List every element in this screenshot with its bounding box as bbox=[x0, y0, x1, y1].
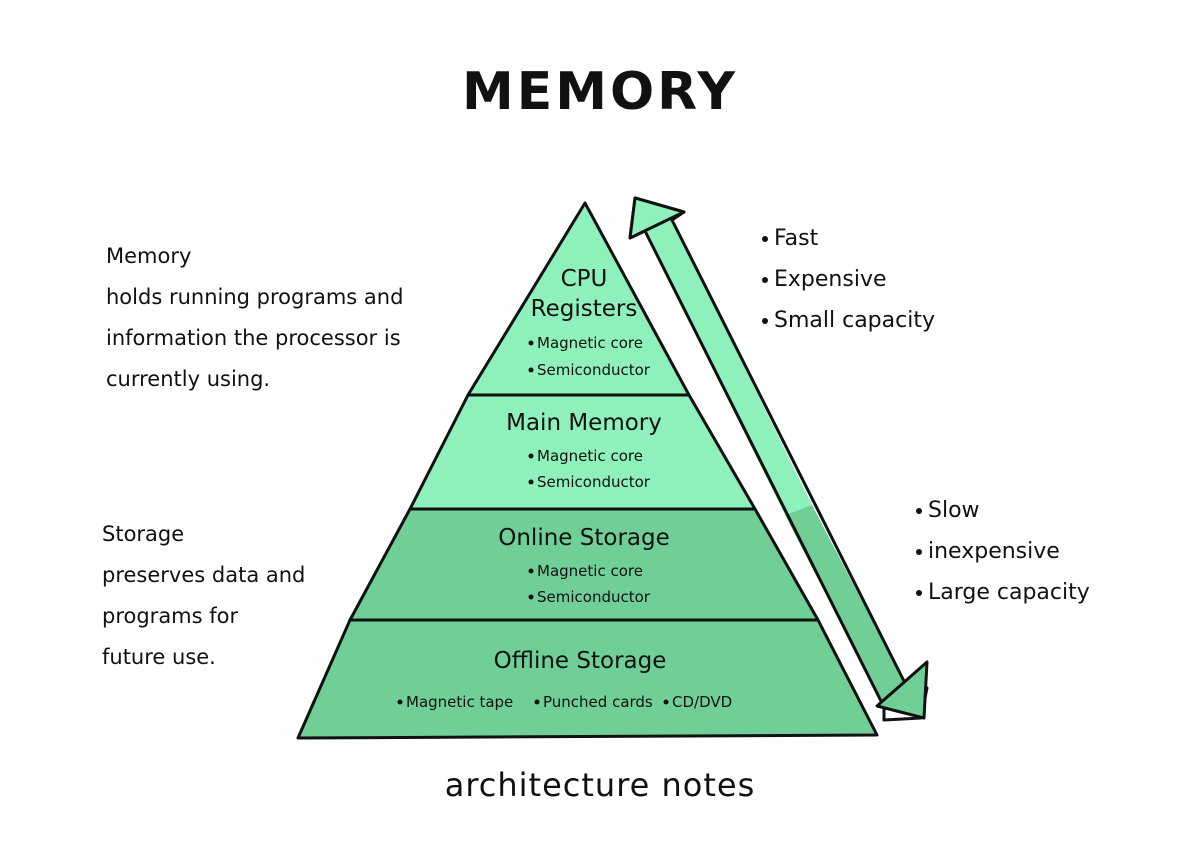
bullet-icon bbox=[762, 318, 768, 324]
double-headed-arrow-icon bbox=[628, 196, 929, 722]
tier-item-label: Semiconductor bbox=[537, 361, 651, 379]
tier-name-line: CPU bbox=[561, 266, 608, 292]
storage-note-line: future use. bbox=[102, 645, 216, 669]
fast-trait-label: Expensive bbox=[774, 267, 887, 292]
memory-note-line: currently using. bbox=[106, 367, 271, 391]
bullet-icon bbox=[528, 568, 534, 574]
memory-note-heading: Memory bbox=[106, 244, 192, 268]
slow-trait-item: Large capacity bbox=[916, 572, 1090, 613]
pyramid-tier-offline-storage bbox=[296, 618, 879, 740]
arrow-shaft-light bbox=[645, 220, 812, 515]
bullet-icon bbox=[762, 236, 768, 242]
tier-name-line: Registers bbox=[531, 296, 638, 322]
fast-traits-list: Fast Expensive Small capacity bbox=[762, 218, 935, 341]
storage-note-line: programs for bbox=[102, 604, 239, 628]
slow-traits-list: Slow inexpensive Large capacity bbox=[916, 490, 1090, 613]
fast-trait-label: Small capacity bbox=[774, 308, 935, 333]
bullet-icon bbox=[528, 594, 534, 600]
storage-note: Storage preserves data and programs for … bbox=[102, 514, 305, 678]
bullet-icon bbox=[916, 508, 922, 514]
memory-note: Memory holds running programs and inform… bbox=[106, 236, 403, 400]
memory-note-line: information the processor is bbox=[106, 326, 401, 350]
tier-item-label: Semiconductor bbox=[537, 473, 651, 491]
footer-caption: architecture notes bbox=[444, 766, 756, 804]
fast-trait-label: Fast bbox=[774, 226, 819, 251]
memory-note-line: holds running programs and bbox=[106, 285, 404, 309]
arrow-shaft-dark bbox=[785, 505, 912, 707]
slow-trait-label: inexpensive bbox=[928, 539, 1060, 564]
arrow-head-bottom bbox=[875, 660, 929, 720]
tier-item-label: CD/DVD bbox=[672, 693, 732, 711]
slow-trait-item: inexpensive bbox=[916, 531, 1090, 572]
bullet-icon bbox=[534, 699, 540, 705]
bullet-icon bbox=[397, 699, 403, 705]
tier-name-line: Online Storage bbox=[498, 525, 670, 551]
fast-trait-item: Fast bbox=[762, 218, 935, 259]
storage-note-line: preserves data and bbox=[102, 563, 306, 587]
tier-item-label: Magnetic tape bbox=[406, 693, 513, 711]
slow-trait-label: Slow bbox=[928, 498, 980, 523]
tier-item-label: Punched cards bbox=[543, 693, 653, 711]
bullet-icon bbox=[528, 340, 534, 346]
tier-item-label: Semiconductor bbox=[537, 588, 651, 606]
bullet-icon bbox=[528, 453, 534, 459]
slow-trait-item: Slow bbox=[916, 490, 1090, 531]
bullet-icon bbox=[916, 590, 922, 596]
bullet-icon bbox=[528, 367, 534, 373]
tier-item-label: Magnetic core bbox=[537, 334, 643, 352]
bullet-icon bbox=[528, 479, 534, 485]
tier-item-label: Magnetic core bbox=[537, 562, 643, 580]
slow-trait-label: Large capacity bbox=[928, 580, 1090, 605]
fast-trait-item: Expensive bbox=[762, 259, 935, 300]
tier-item-label: Magnetic core bbox=[537, 447, 643, 465]
storage-note-heading: Storage bbox=[102, 522, 185, 546]
bullet-icon bbox=[762, 277, 768, 283]
diagram-title: MEMORY bbox=[461, 62, 739, 122]
bullet-icon bbox=[663, 699, 669, 705]
arrow-head-top bbox=[628, 196, 686, 240]
tier-name-line: Main Memory bbox=[506, 410, 662, 436]
fast-trait-item: Small capacity bbox=[762, 300, 935, 341]
bullet-icon bbox=[916, 549, 922, 555]
tier-name-line: Offline Storage bbox=[494, 648, 667, 674]
